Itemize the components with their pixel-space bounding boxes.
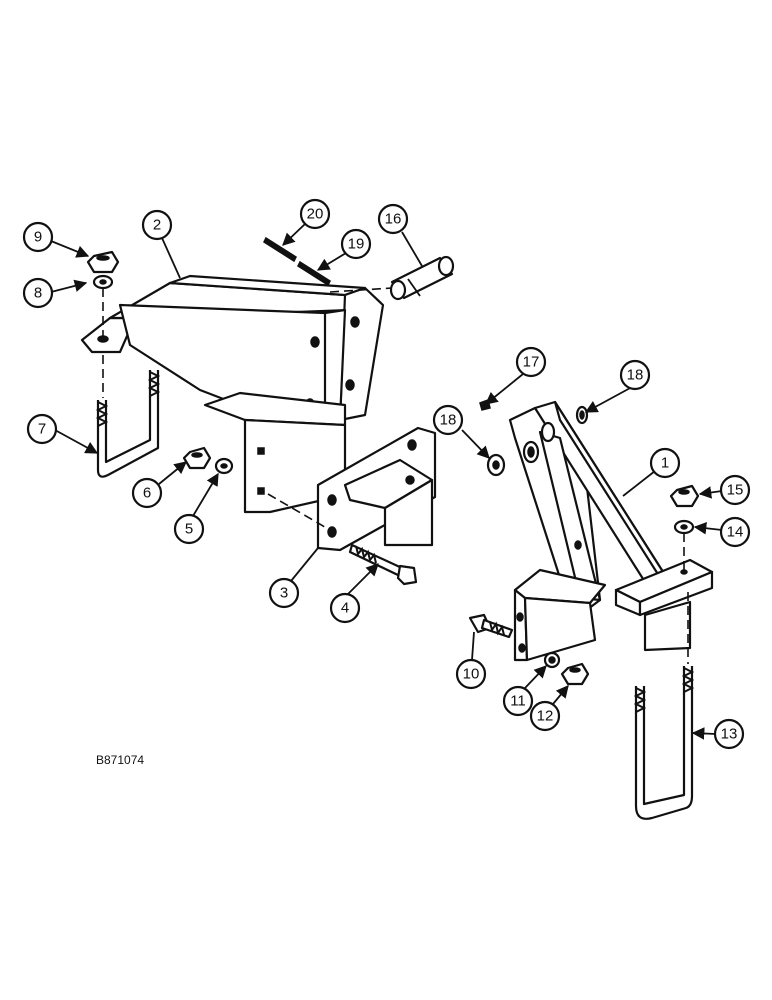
assembly-line-plate-to-bolt [267, 493, 331, 531]
u-bolt-part-13 [633, 666, 695, 820]
callout-1: 1 [649, 447, 681, 479]
callout-20: 20 [299, 198, 331, 230]
callout-6: 6 [131, 477, 163, 509]
figure-reference-code: B871074 [96, 753, 144, 767]
nut-part-12 [560, 662, 590, 686]
svg-text:9: 9 [34, 229, 42, 246]
callout-13: 13 [713, 718, 745, 750]
svg-text:6: 6 [143, 485, 151, 502]
svg-text:15: 15 [727, 482, 744, 499]
flat-washer-part-18-left [486, 453, 506, 477]
nut-part-15 [669, 484, 700, 508]
callout-19: 19 [340, 228, 372, 260]
roll-pin-part-19 [297, 260, 331, 287]
svg-text:20: 20 [307, 206, 324, 223]
callout-16: 16 [377, 203, 409, 235]
callout-14: 14 [719, 516, 751, 548]
left-assembly [80, 236, 455, 586]
svg-text:12: 12 [537, 708, 554, 725]
callout-2: 2 [141, 209, 173, 241]
svg-text:17: 17 [523, 354, 540, 371]
leaders [50, 223, 723, 740]
callout-17: 17 [515, 346, 547, 378]
svg-text:18: 18 [440, 412, 457, 429]
nut-part-9 [86, 250, 120, 274]
svg-text:2: 2 [153, 217, 161, 234]
right-assembly [468, 399, 714, 820]
svg-text:19: 19 [348, 236, 365, 253]
callout-7: 7 [26, 413, 58, 445]
lock-washer-part-5 [214, 457, 234, 475]
bolt-part-10 [468, 613, 514, 639]
svg-text:18: 18 [627, 367, 644, 384]
callout-3: 3 [268, 577, 300, 609]
lock-washer-part-8 [92, 274, 114, 290]
callouts: 1 2 3 4 5 6 7 8 9 10 11 12 13 14 15 16 1… [22, 198, 751, 750]
lock-washer-part-11 [543, 651, 561, 669]
callout-4: 4 [329, 592, 361, 624]
svg-text:5: 5 [185, 521, 193, 538]
nut-part-6 [182, 446, 212, 470]
svg-text:7: 7 [38, 421, 46, 438]
svg-text:4: 4 [341, 600, 349, 617]
svg-text:10: 10 [463, 666, 480, 683]
u-bolt-part-7 [95, 370, 161, 478]
callout-11: 11 [502, 685, 534, 717]
callout-15: 15 [719, 474, 751, 506]
mounting-plate-part-3 [316, 426, 437, 552]
bolt-part-4 [348, 543, 418, 586]
svg-text:16: 16 [385, 211, 402, 228]
callout-18-right: 18 [619, 359, 651, 391]
svg-text:1: 1 [661, 455, 669, 472]
roll-pin-part-20 [263, 236, 297, 263]
svg-text:3: 3 [280, 585, 288, 602]
callout-18-left: 18 [432, 404, 464, 436]
svg-text:14: 14 [727, 524, 744, 541]
callout-5: 5 [173, 513, 205, 545]
pivot-pin-part-16 [389, 255, 455, 301]
svg-text:13: 13 [721, 726, 738, 743]
assembly-line-pin-to-arm [329, 287, 393, 293]
callout-12: 12 [529, 700, 561, 732]
lock-washer-part-14 [673, 519, 695, 535]
callout-8: 8 [22, 277, 54, 309]
callout-9: 9 [22, 221, 54, 253]
bracket-part-1 [508, 400, 714, 662]
svg-text:8: 8 [34, 285, 42, 302]
svg-text:11: 11 [510, 693, 526, 710]
callout-10: 10 [455, 658, 487, 690]
flat-washer-part-18-right [575, 405, 589, 425]
